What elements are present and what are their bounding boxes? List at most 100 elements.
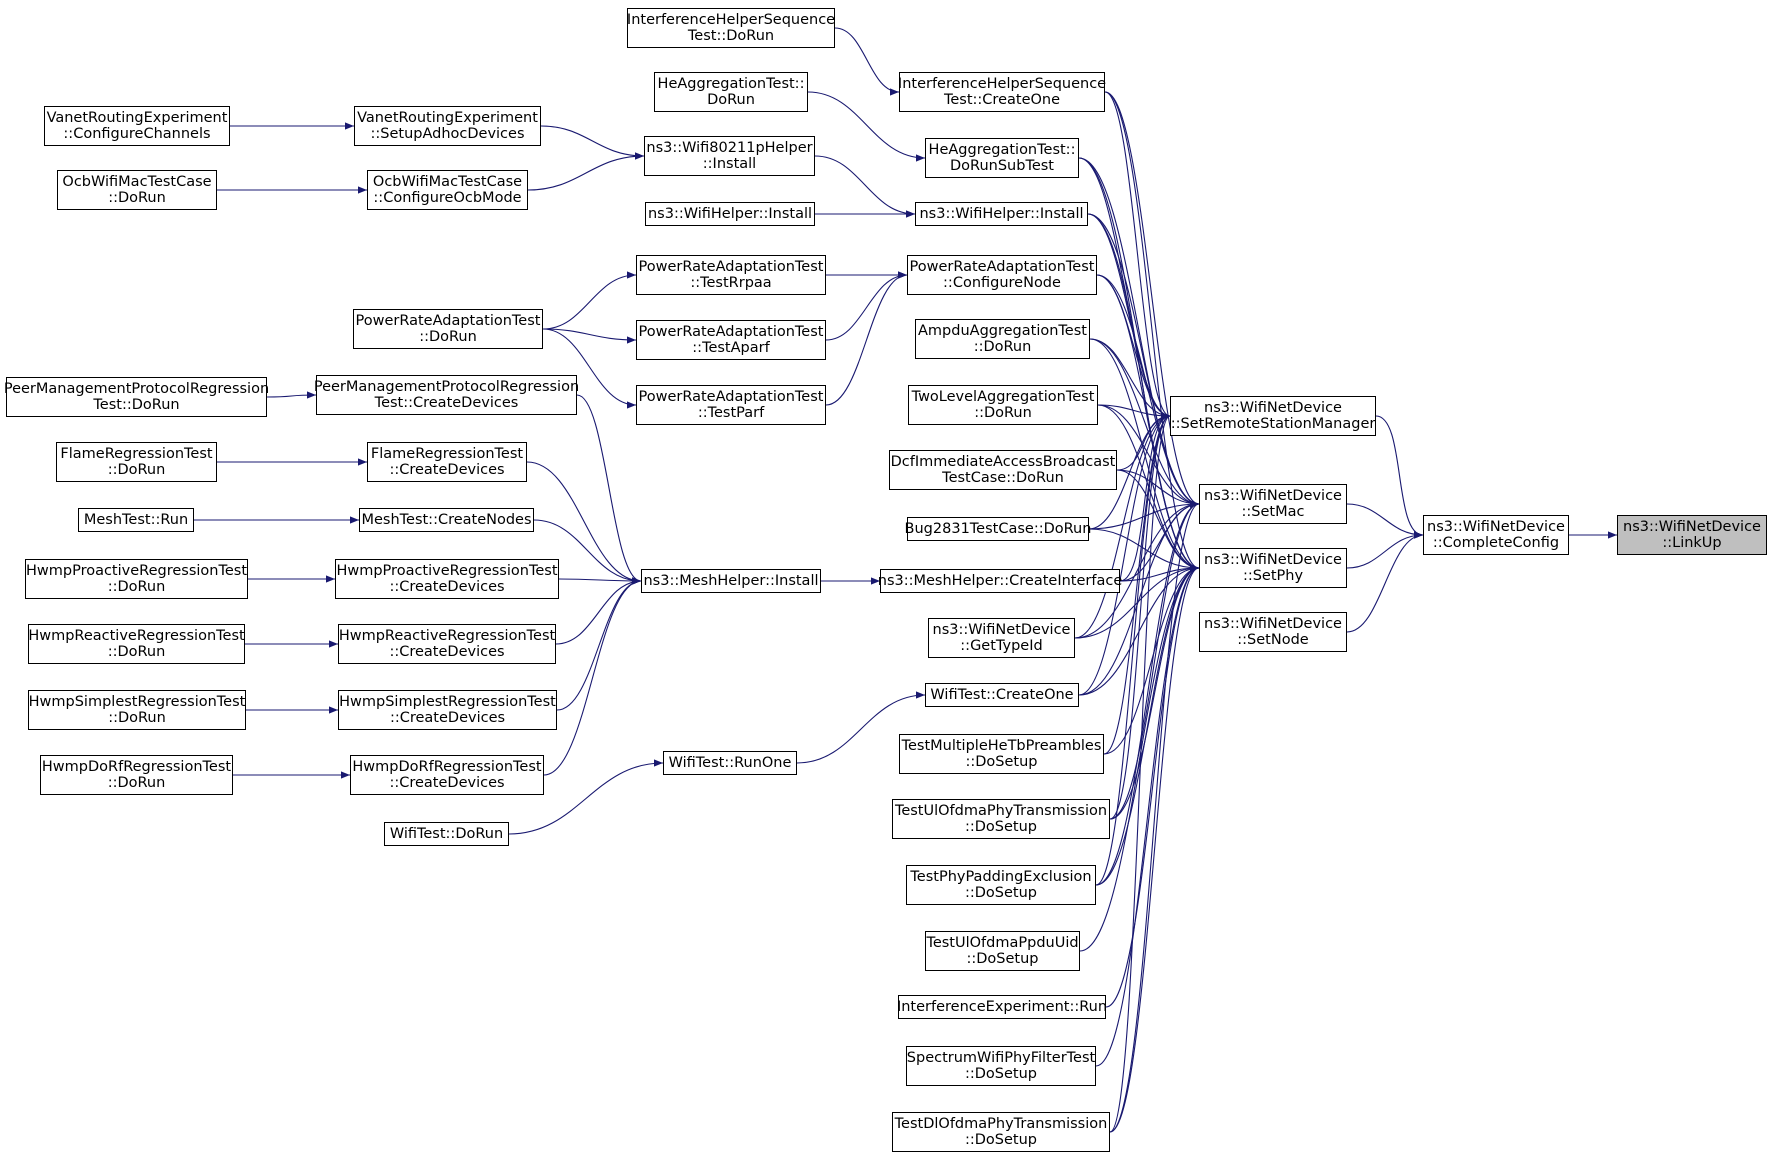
node-label-line: MeshTest::Run — [83, 512, 189, 528]
node-label-line: HwmpReactiveRegressionTest — [28, 628, 245, 644]
node-label-line: PowerRateAdaptationTest — [638, 324, 824, 340]
node-tulppdu_dosetup[interactable]: TestUlOfdmaPpduUid::DoSetup — [925, 931, 1080, 971]
call-edge-dcf_dorun-to-setmac — [1116, 469, 1200, 508]
call-edge-tphypad_dosetup-to-setphy — [1095, 564, 1200, 886]
node-label-line: ::DoRun — [108, 190, 166, 206]
node-label-line: ::TestRrpaa — [690, 275, 772, 291]
node-label-line: HwmpDoRfRegressionTest — [41, 759, 232, 775]
node-spectrum_dosetup[interactable]: SpectrumWifiPhyFilterTest::DoSetup — [906, 1046, 1096, 1086]
node-meshtest_run[interactable]: MeshTest::Run — [78, 508, 194, 532]
node-bug2831_dorun[interactable]: Bug2831TestCase::DoRun — [905, 517, 1091, 541]
node-label-line: ::SetPhy — [1242, 568, 1304, 584]
node-meshtest_createnodes[interactable]: MeshTest::CreateNodes — [359, 508, 534, 532]
node-completeconfig[interactable]: ns3::WifiNetDevice::CompleteConfig — [1423, 515, 1569, 555]
node-label-line: ::Install — [702, 156, 757, 172]
node-label-line: ::DoRun — [973, 339, 1032, 355]
node-label-line: ::CreateDevices — [389, 710, 506, 726]
call-edge-wifitest_createone-to-setremote — [1078, 412, 1171, 696]
node-twolevel_dorun[interactable]: TwoLevelAggregationTest::DoRun — [908, 385, 1098, 425]
node-label-line: PowerRateAdaptationTest — [638, 259, 824, 275]
node-label-line: ::DoSetup — [964, 885, 1037, 901]
call-edge-ihs_createone-to-setremote — [1104, 91, 1171, 420]
call-edge-meshtest_createnodes-to-meshhelper_install — [533, 519, 642, 585]
node-label-line: Test::CreateOne — [943, 92, 1061, 108]
node-label-line: HwmpDoRfRegressionTest — [352, 759, 542, 775]
node-pra_testparf[interactable]: PowerRateAdaptationTest::TestParf — [636, 385, 826, 425]
node-flame_createdevices[interactable]: FlameRegressionTest::CreateDevices — [367, 442, 527, 482]
node-ocb_config[interactable]: OcbWifiMacTestCase::ConfigureOcbMode — [367, 170, 528, 210]
node-hwmpreactive_createdevices[interactable]: HwmpReactiveRegressionTest::CreateDevice… — [338, 624, 556, 664]
node-label-line: ::CreateDevices — [389, 644, 505, 660]
node-tdlofdma_dosetup[interactable]: TestDlOfdmaPhyTransmission::DoSetup — [892, 1112, 1110, 1152]
call-edge-tulppdu_dosetup-to-setphy — [1079, 564, 1200, 952]
node-tulofdma_dosetup[interactable]: TestUlOfdmaPhyTransmission::DoSetup — [892, 799, 1110, 839]
node-vanet_config[interactable]: VanetRoutingExperiment::ConfigureChannel… — [44, 106, 230, 146]
node-pra_dorun[interactable]: PowerRateAdaptationTest::DoRun — [353, 309, 543, 349]
node-heagg_dorunsub[interactable]: HeAggregationTest::DoRunSubTest — [925, 138, 1079, 178]
node-label-line: ::CreateDevices — [389, 579, 505, 595]
node-pra_confignode[interactable]: PowerRateAdaptationTest::ConfigureNode — [907, 255, 1097, 295]
node-hwmpsimplest_createdevices[interactable]: HwmpSimplestRegressionTest::CreateDevice… — [338, 690, 557, 730]
node-label-line: ::SetNode — [1237, 632, 1309, 648]
node-label-line: MeshTest::CreateNodes — [361, 512, 532, 528]
node-label-line: ns3::WifiNetDevice — [932, 622, 1071, 638]
node-vanet_setup[interactable]: VanetRoutingExperiment::SetupAdhocDevice… — [354, 106, 541, 146]
node-wifihelper_install[interactable]: ns3::WifiHelper::Install — [915, 202, 1088, 226]
node-ampdu_dorun[interactable]: AmpduAggregationTest::DoRun — [915, 319, 1090, 359]
node-wifitest_runone[interactable]: WifiTest::RunOne — [663, 751, 797, 775]
node-hwmpdorf_dorun[interactable]: HwmpDoRfRegressionTest::DoRun — [40, 755, 233, 795]
node-setnode[interactable]: ns3::WifiNetDevice::SetNode — [1199, 612, 1347, 652]
call-edge-tmhetb_dosetup-to-setphy — [1103, 564, 1200, 755]
node-label-line: TestUlOfdmaPpduUid — [926, 935, 1079, 951]
node-meshhelper_install[interactable]: ns3::MeshHelper::Install — [641, 569, 821, 593]
node-setremote[interactable]: ns3::WifiNetDevice::SetRemoteStationMana… — [1170, 396, 1376, 436]
node-label-line: ns3::WifiNetDevice — [1427, 519, 1565, 535]
node-pra_testrrpaa[interactable]: PowerRateAdaptationTest::TestRrpaa — [636, 255, 826, 295]
node-hwmpsimplest_dorun[interactable]: HwmpSimplestRegressionTest::DoRun — [28, 690, 246, 730]
call-edge-pra_dorun-to-pra_testaparf — [542, 328, 637, 344]
node-label-line: HwmpProactiveRegressionTest — [336, 563, 558, 579]
call-edge-interf_run-to-setphy — [1105, 564, 1200, 1008]
node-ocb_dorun[interactable]: OcbWifiMacTestCase::DoRun — [57, 170, 217, 210]
node-flame_dorun[interactable]: FlameRegressionTest::DoRun — [56, 442, 217, 482]
node-hwmpproactive_createdevices[interactable]: HwmpProactiveRegressionTest::CreateDevic… — [335, 559, 559, 599]
call-edge-pra_testparf-to-pra_confignode — [825, 271, 908, 406]
node-hwmpproactive_dorun[interactable]: HwmpProactiveRegressionTest::DoRun — [25, 559, 248, 599]
node-wifi80211p_install[interactable]: ns3::Wifi80211pHelper::Install — [644, 136, 815, 176]
node-meshhelper_createif[interactable]: ns3::MeshHelper::CreateInterface — [878, 569, 1122, 593]
node-wifitest_dorun[interactable]: WifiTest::DoRun — [384, 822, 509, 846]
node-wifihelper_install2[interactable]: ns3::WifiHelper::Install — [645, 202, 815, 226]
node-label-line: PowerRateAdaptationTest — [909, 259, 1095, 275]
call-edge-wifihelper_install-to-setphy — [1087, 213, 1200, 572]
node-pra_testaparf[interactable]: PowerRateAdaptationTest::TestAparf — [636, 320, 826, 360]
node-heagg_dorun[interactable]: HeAggregationTest::DoRun — [654, 72, 808, 112]
node-hwmpreactive_dorun[interactable]: HwmpReactiveRegressionTest::DoRun — [28, 624, 245, 664]
node-label-line: DoRun — [707, 92, 755, 108]
node-setmac[interactable]: ns3::WifiNetDevice::SetMac — [1199, 484, 1347, 524]
node-label-line: ns3::WifiHelper::Install — [647, 206, 813, 222]
node-wifitest_createone[interactable]: WifiTest::CreateOne — [925, 683, 1079, 707]
node-label-line: ::CreateDevices — [389, 462, 505, 478]
node-label-line: ns3::WifiNetDevice — [1204, 488, 1342, 504]
node-getypeid[interactable]: ns3::WifiNetDevice::GetTypeId — [928, 618, 1075, 658]
call-edge-ocb_config-to-wifi80211p_install — [527, 152, 645, 191]
node-label-line: VanetRoutingExperiment — [46, 110, 228, 126]
node-interf_run[interactable]: InterferenceExperiment::Run — [897, 995, 1107, 1019]
node-label-line: HeAggregationTest:: — [657, 76, 805, 92]
node-label-line: ::CompleteConfig — [1432, 535, 1560, 551]
node-label-line: HwmpProactiveRegressionTest — [25, 563, 248, 579]
node-setphy[interactable]: ns3::WifiNetDevice::SetPhy — [1199, 548, 1347, 588]
call-edge-ampdu_dorun-to-setphy — [1089, 338, 1200, 572]
node-label-line: ::ConfigureChannels — [63, 126, 211, 142]
call-edge-ihs_createone-to-setmac — [1104, 91, 1200, 508]
node-tmhetb_dosetup[interactable]: TestMultipleHeTbPreambles::DoSetup — [899, 734, 1104, 774]
node-tphypad_dosetup[interactable]: TestPhyPaddingExclusion::DoSetup — [906, 865, 1096, 905]
node-label-line: ::DoSetup — [965, 754, 1038, 770]
node-hwmpdorf_createdevices[interactable]: HwmpDoRfRegressionTest::CreateDevices — [350, 755, 544, 795]
